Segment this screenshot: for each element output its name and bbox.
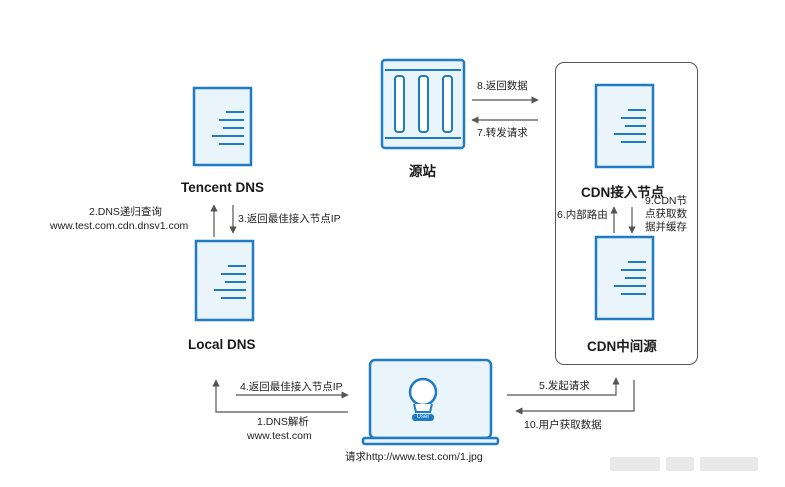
arrow-step1	[212, 379, 348, 413]
cdn-cluster-box	[555, 62, 698, 365]
watermark-block	[610, 457, 660, 471]
step9-label-line3: 据并缓存	[645, 221, 687, 233]
cdn-mid-server-icon	[594, 235, 655, 321]
step4-label: 4.返回最佳接入节点IP	[240, 381, 343, 393]
cdn-edge-label: CDN接入节点	[581, 185, 665, 200]
step9-label-line2: 点获取数	[645, 208, 687, 220]
step2-label-line1: 2.DNS递归查询	[89, 206, 162, 218]
cdn-mid-label: CDN中间源	[587, 339, 657, 354]
origin-label: 源站	[409, 164, 436, 179]
step6-label: 6.内部路由	[557, 209, 608, 221]
arrow-step10	[515, 380, 635, 415]
watermark-block	[666, 457, 694, 471]
local-dns-label: Local DNS	[188, 337, 256, 352]
arrow-step5	[507, 377, 620, 396]
tencent-dns-label: Tencent DNS	[181, 180, 265, 195]
origin-server-icon	[380, 58, 466, 150]
step1-label-line1: 1.DNS解析	[257, 416, 309, 428]
cdn-edge-server-icon	[594, 83, 655, 169]
step8-label: 8.返回数据	[477, 80, 528, 92]
tencent-dns-server-icon	[192, 86, 253, 167]
step10-label: 10.用户获取数据	[524, 419, 602, 431]
user-badge-label: User	[416, 414, 430, 420]
step3-label: 3.返回最佳接入节点IP	[238, 213, 341, 225]
step2-label-line2: www.test.com.cdn.dnsv1.com	[50, 220, 189, 232]
request-caption: 请求http://www.test.com/1.jpg	[345, 451, 483, 463]
local-dns-server-icon	[194, 239, 255, 322]
step7-label: 7.转发请求	[477, 127, 528, 139]
watermark-block	[700, 457, 758, 471]
step1-label-line2: www.test.com	[247, 430, 312, 442]
user-laptop-icon	[361, 358, 500, 446]
step9-label-line1: 9.CDN节	[645, 195, 688, 207]
step5-label: 5.发起请求	[539, 380, 590, 392]
